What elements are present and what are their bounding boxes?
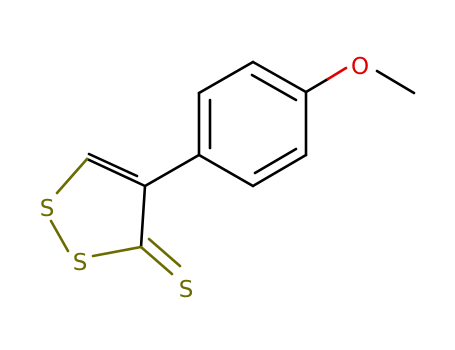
bond-benzene-2 [197,60,255,95]
bond-s2-c3 [91,245,143,258]
atom-s-thione: S [179,277,194,303]
bond-thione-2 [147,237,182,268]
bond-benzene-inner-1 [250,73,298,102]
atom-o-methoxy: O [351,54,369,80]
bond-s1-s2 [49,219,70,253]
bond-c4-c5-inner [87,152,139,178]
bond-c-o-red [326,66,348,81]
bond-benzene-1 [251,60,308,94]
bond-aryl-dithiole [143,153,201,188]
atom-labels: O S S S [40,54,369,303]
bond-benzene-5 [251,153,308,188]
bond-c4-c5 [85,157,147,188]
bond-benzene-4 [197,153,255,188]
bond-c3-c4 [139,184,147,249]
bond-c-o-black [304,77,330,94]
bond-benzene-inner-3 [253,147,298,175]
bond-o-ch3 [375,69,416,95]
bond-c5-s1 [55,157,89,195]
bonds [49,60,416,276]
atom-s-ring-top: S [40,196,55,222]
atom-s-ring-bottom: S [73,250,88,276]
bond-thione-1 [139,245,174,276]
